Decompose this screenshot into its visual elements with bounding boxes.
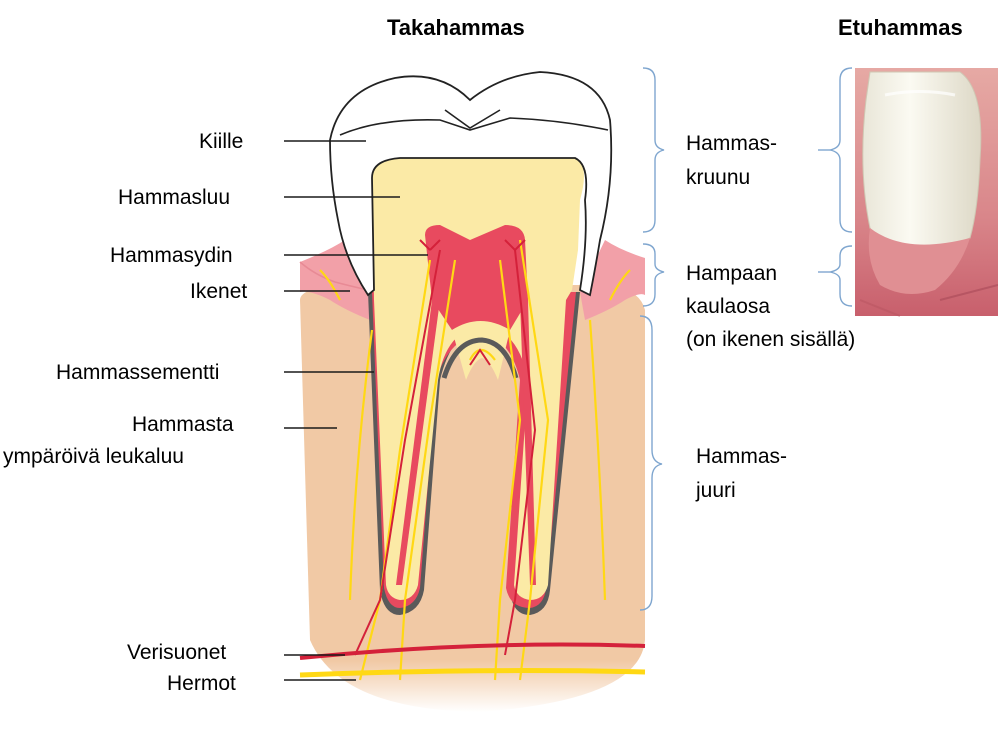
label-crown-line2: kruunu bbox=[686, 166, 750, 189]
label-pulp: Hammasydin bbox=[110, 244, 233, 267]
label-gum: Ikenet bbox=[190, 280, 247, 303]
label-neck-line2: kaulaosa bbox=[686, 295, 770, 318]
photo-neck-brace bbox=[818, 246, 852, 306]
label-vessels: Verisuonet bbox=[127, 641, 226, 664]
label-neck-line3: (on ikenen sisällä) bbox=[686, 328, 855, 351]
label-jaw-line1: Hammasta bbox=[132, 413, 234, 436]
crown-brace bbox=[643, 68, 664, 232]
label-neck-line1: Hampaan bbox=[686, 262, 777, 285]
label-enamel: Kiille bbox=[199, 130, 243, 153]
label-dentin: Hammasluu bbox=[118, 186, 230, 209]
label-cementum: Hammassementti bbox=[56, 361, 219, 384]
title-molar: Takahammas bbox=[387, 15, 525, 40]
neck-brace bbox=[643, 244, 664, 306]
label-jaw-line2: ympäröivä leukaluu bbox=[3, 445, 184, 468]
label-nerves: Hermot bbox=[167, 672, 236, 695]
title-incisor: Etuhammas bbox=[838, 15, 963, 40]
label-crown-line1: Hammas- bbox=[686, 132, 777, 155]
photo-crown-brace bbox=[818, 68, 852, 232]
label-root-line1: Hammas- bbox=[696, 445, 787, 468]
label-root-line2: juuri bbox=[695, 479, 736, 502]
incisor-photo bbox=[855, 68, 998, 316]
